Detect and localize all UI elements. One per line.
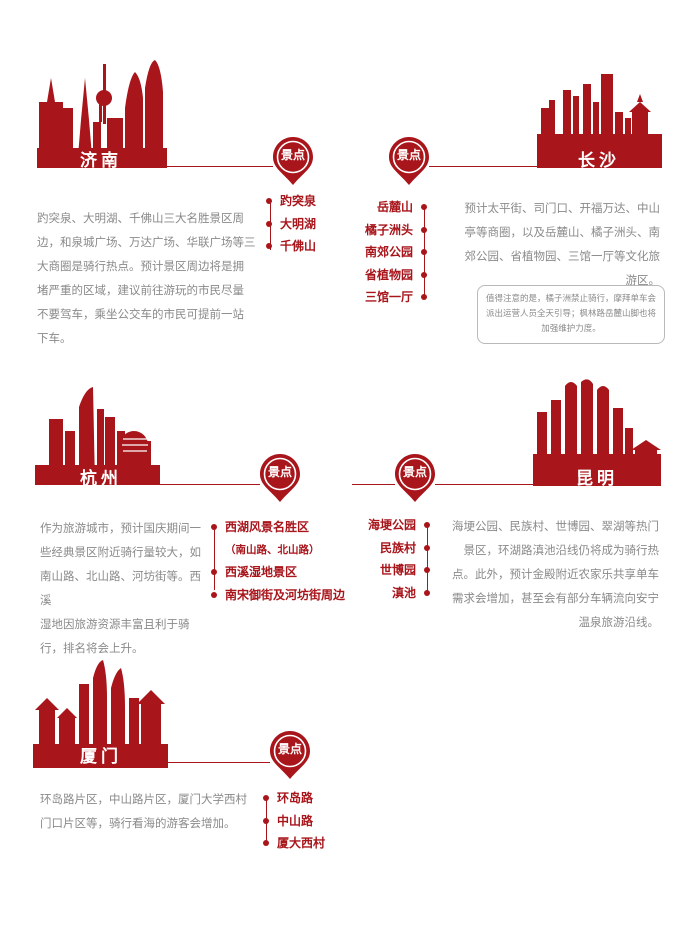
changsha-spot-marker: 景点 [389, 137, 429, 185]
spot-item: 世博园 [368, 559, 430, 582]
spot-item: 三馆一厅 [365, 286, 427, 309]
spot-item: 滇池 [368, 582, 430, 605]
spot-item: 橘子洲头 [365, 219, 427, 242]
xiamen-divider [168, 762, 270, 763]
kunming-description: 海埂公园、民族村、世博园、翠湖等热门 景区，环湖路滇池沿线仍将成为骑行热 点。此… [452, 519, 659, 629]
city-name-xiamen: 厦门 [80, 747, 122, 767]
changsha-spot-list: 岳麓山 橘子洲头 南郊公园 省植物园 三馆一厅 [365, 196, 427, 309]
kunming-spot-marker: 景点 [395, 454, 435, 502]
spot-item: 趵突泉 [266, 190, 316, 213]
city-name-jinan: 济南 [80, 151, 122, 171]
kunming-spots-line [427, 526, 428, 592]
spot-item: 大明湖 [266, 213, 316, 236]
spot-item: 南宋御街及河坊街周边 [211, 584, 345, 607]
changsha-skyline [537, 74, 662, 168]
spot-item: 西溪湿地景区 [211, 561, 345, 584]
city-name-changsha: 长沙 [578, 151, 620, 171]
hangzhou-spots-line [214, 528, 215, 590]
jinan-description: 趵突泉、大明湖、千佛山三大名胜景区周 边，和泉城广场、万达广场、华联广场等三 大… [37, 211, 256, 345]
kunming-divider-left [352, 484, 395, 485]
hangzhou-spot-list: 西湖风景名胜区 （南山路、北山路） 西溪湿地景区 南宋御街及河坊街周边 [211, 516, 345, 606]
kunming-skyline [533, 379, 661, 486]
spot-item: 千佛山 [266, 235, 316, 258]
hangzhou-skyline [35, 387, 160, 485]
hangzhou-spot-marker: 景点 [260, 454, 300, 502]
hangzhou-description: 作为旅游城市，预计国庆期间一 些经典景区附近骑行量较大，如 南山路、北山路、河坊… [40, 521, 201, 655]
spot-item: 南郊公园 [365, 241, 427, 264]
changsha-description: 预计太平街、司门口、开福万达、中山 亭等商圈，以及岳麓山、橘子洲头、南 郊公园、… [464, 201, 661, 287]
xiamen-description: 环岛路片区，中山路片区，厦门大学西村 门口片区等，骑行看海的游客会增加。 [40, 792, 247, 830]
spot-item: 海埂公园 [368, 514, 430, 537]
changsha-note-box: 值得注意的是，橘子洲禁止骑行，摩拜单车会 派出运营人员全天引导；枫林路岳麓山脚也… [477, 285, 665, 344]
jinan-spot-marker: 景点 [273, 137, 313, 185]
city-name-kunming: 昆明 [576, 469, 618, 489]
spot-item: 省植物园 [365, 264, 427, 287]
jinan-spot-list: 趵突泉 大明湖 千佛山 [266, 190, 316, 258]
xiamen-spot-list: 环岛路 中山路 厦大西村 [263, 787, 325, 855]
xiamen-spot-marker: 景点 [270, 731, 310, 779]
city-name-hangzhou: 杭州 [80, 469, 122, 489]
jinan-divider [167, 166, 273, 167]
spot-item: 西湖风景名胜区 [211, 516, 345, 539]
xiamen-skyline [33, 660, 168, 768]
hangzhou-divider [160, 484, 260, 485]
changsha-divider [429, 166, 539, 167]
spot-item: 民族村 [368, 537, 430, 560]
kunming-spot-list: 海埂公园 民族村 世博园 滇池 [368, 514, 430, 604]
spot-item: 中山路 [263, 810, 325, 833]
kunming-divider [435, 484, 535, 485]
spot-item: 岳麓山 [365, 196, 427, 219]
spot-item: 环岛路 [263, 787, 325, 810]
spot-item: 厦大西村 [263, 832, 325, 855]
jinan-skyline [37, 60, 167, 168]
spot-item: （南山路、北山路） [225, 543, 320, 556]
